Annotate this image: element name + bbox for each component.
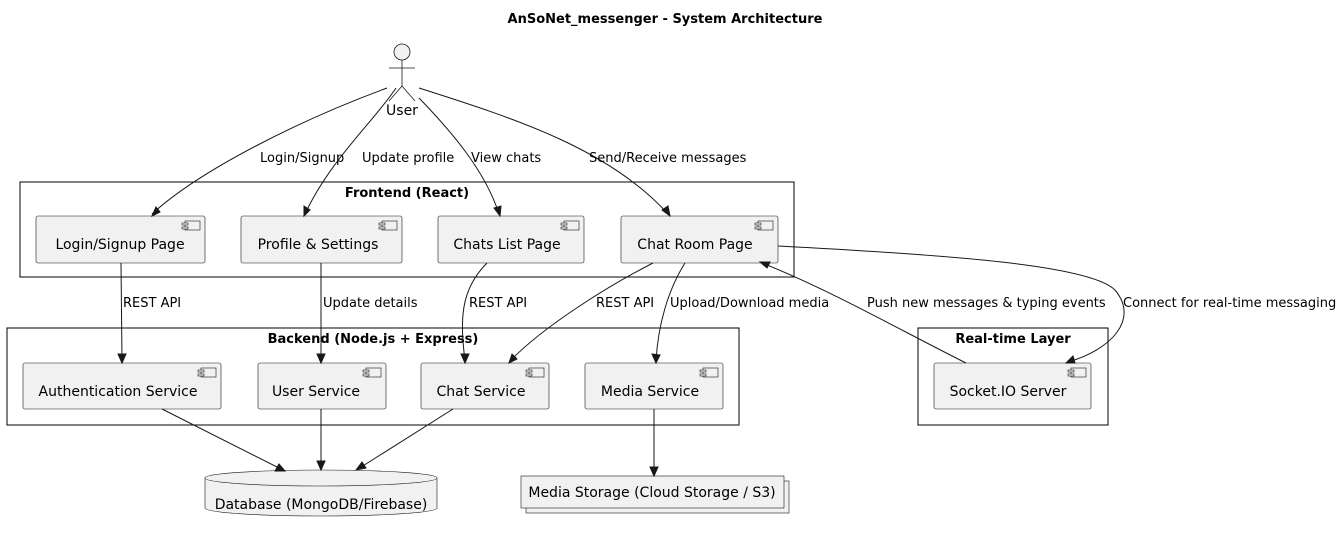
- database-label: Database (MongoDB/Firebase): [215, 497, 428, 513]
- edge-label-update-details: Update details: [323, 296, 418, 311]
- edge-label-upload-download: Upload/Download media: [670, 296, 829, 311]
- component-icon: [362, 367, 382, 378]
- authentication-service-label: Authentication Service: [39, 384, 198, 400]
- user-actor-label: User: [386, 103, 418, 119]
- edge-media-storage: [649, 409, 659, 478]
- edge-label-push-messages: Push new messages & typing events: [867, 296, 1106, 311]
- component-icon: [181, 220, 201, 231]
- component-icon: [754, 220, 774, 231]
- user-actor: [388, 43, 416, 102]
- edge-label-send-receive: Send/Receive messages: [589, 151, 747, 166]
- login-signup-page-component: Login/Signup Page: [35, 215, 206, 264]
- component-icon: [560, 220, 580, 231]
- backend-package-title: Backend (Node.js + Express): [268, 332, 479, 347]
- socketio-server-label: Socket.IO Server: [950, 384, 1067, 400]
- chat-service-component: Chat Service: [420, 362, 550, 410]
- edge-label-view-chats: View chats: [471, 151, 541, 166]
- component-icon: [525, 367, 545, 378]
- profile-settings-label: Profile & Settings: [258, 237, 379, 253]
- edge-label-update-profile: Update profile: [362, 151, 454, 166]
- chats-list-page-component: Chats List Page: [437, 215, 585, 264]
- realtime-package-title: Real-time Layer: [955, 332, 1071, 347]
- chat-service-label: Chat Service: [437, 384, 526, 400]
- edge-user-database: [316, 409, 326, 472]
- profile-settings-component: Profile & Settings: [240, 215, 403, 264]
- media-service-label: Media Service: [601, 384, 699, 400]
- edge-socket-chatroom: [758, 261, 967, 364]
- media-service-component: Media Service: [584, 362, 724, 410]
- edge-profile-user: [316, 263, 326, 365]
- login-signup-page-label: Login/Signup Page: [55, 237, 184, 253]
- edge-label-login-signup: Login/Signup: [260, 151, 344, 166]
- frontend-package-title: Frontend (React): [345, 186, 469, 201]
- edge-user-chatroom: [418, 87, 671, 218]
- media-storage-label: Media Storage (Cloud Storage / S3): [528, 485, 775, 501]
- edge-chatroom-socket: [777, 245, 1125, 364]
- authentication-service-component: Authentication Service: [22, 362, 222, 410]
- component-icon: [378, 220, 398, 231]
- database-store: Database (MongoDB/Firebase): [204, 469, 438, 517]
- media-storage-store: Media Storage (Cloud Storage / S3): [520, 475, 790, 514]
- edge-label-chats-rest-api: REST API: [469, 296, 527, 311]
- edge-chatroom-chat: [508, 262, 654, 364]
- edge-user-profile: [303, 87, 397, 218]
- component-icon: [197, 367, 217, 378]
- user-service-label: User Service: [272, 384, 360, 400]
- edge-label-connect-realtime: Connect for real-time messaging: [1123, 296, 1336, 311]
- edge-auth-database: [161, 408, 287, 472]
- edge-login-auth: [117, 262, 127, 365]
- component-icon: [1067, 367, 1087, 378]
- socketio-server-component: Socket.IO Server: [933, 362, 1092, 410]
- chat-room-page-label: Chat Room Page: [637, 237, 752, 253]
- component-icon: [699, 367, 719, 378]
- chats-list-page-label: Chats List Page: [453, 237, 560, 253]
- diagram-title: AnSoNet_messenger - System Architecture: [508, 12, 823, 27]
- edge-label-login-rest-api: REST API: [123, 296, 181, 311]
- edge-chat-database: [354, 408, 454, 471]
- edge-chats-chat: [460, 262, 488, 365]
- chat-room-page-component: Chat Room Page: [620, 215, 779, 264]
- edge-label-chatroom-rest-api: REST API: [596, 296, 654, 311]
- edge-user-chats: [418, 97, 502, 218]
- user-service-component: User Service: [257, 362, 387, 410]
- edge-user-login: [150, 87, 388, 218]
- edge-chatroom-media: [651, 262, 686, 365]
